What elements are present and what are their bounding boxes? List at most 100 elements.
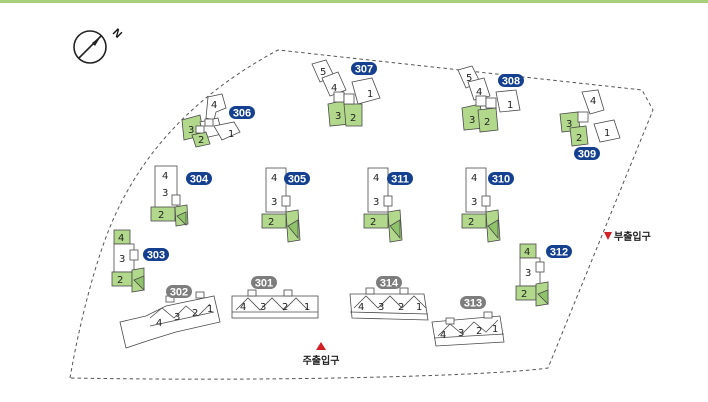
sub-entrance-label: 부출입구 [614,230,651,243]
building-303[interactable]: 4 3 2 [111,229,145,293]
site-boundary [69,49,654,380]
unit-num: 2 [282,302,288,313]
main-entrance-marker[interactable]: 주출입구 [303,342,340,367]
badge-label: 312 [550,247,568,259]
building-badge-304: 304 [186,172,212,186]
building-badge-311: 311 [387,172,413,186]
unit-num: 2 [468,217,474,228]
unit-num: 5 [320,67,326,78]
badge-label: 310 [492,174,510,186]
unit-num: 3 [162,188,168,199]
north-compass-icon: N [73,27,124,64]
unit-num: 2 [398,302,404,313]
unit-num: 1 [304,302,310,313]
unit-num: 1 [604,128,610,139]
unit-num: 2 [158,210,164,221]
unit-num: 3 [566,119,572,130]
badge-label: 304 [190,174,209,186]
building-badge-308: 308 [498,74,524,88]
building-badge-309: 309 [574,147,600,161]
unit-num: 1 [207,304,213,315]
building-badge-313: 313 [460,296,486,310]
badge-label: 311 [391,174,409,186]
building-310[interactable]: 4 3 2 [461,167,501,243]
unit-num: 4 [271,173,277,184]
main-entrance-label: 주출입구 [303,354,340,367]
unit-num: 1 [507,100,513,111]
unit-num: 3 [174,312,180,323]
building-301[interactable]: 4 3 2 1 [231,289,319,319]
building-badge-303: 303 [143,248,169,262]
unit-num: 1 [367,89,373,100]
building-305[interactable]: 4 3 2 [261,167,301,243]
badge-label: 313 [464,298,482,310]
building-badge-306: 306 [229,106,255,120]
building-badge-312: 312 [546,245,572,259]
unit-num: 3 [119,254,125,265]
unit-num: 4 [524,247,530,258]
building-306[interactable]: 4 3 2 1 [181,93,241,148]
building-badge-305: 305 [284,172,310,186]
unit-num: 4 [373,173,379,184]
unit-num: 2 [521,289,527,300]
badge-label: 308 [502,76,520,88]
building-313[interactable]: 4 3 2 1 [431,311,505,347]
unit-num: 4 [358,302,364,313]
sub-entrance-marker[interactable]: 부출입구 [604,230,651,243]
unit-num: 3 [469,115,475,126]
unit-num: 2 [370,217,376,228]
building-badge-314: 314 [376,276,402,290]
unit-num: 4 [471,173,477,184]
unit-num: 2 [484,117,490,128]
unit-num: 2 [198,135,204,146]
badge-label: 314 [380,278,399,290]
entrance-triangle-icon [316,342,326,350]
unit-num: 2 [350,113,356,124]
unit-num: 2 [576,133,582,144]
unit-num: 3 [271,197,277,208]
unit-num: 3 [260,302,266,313]
building-307[interactable]: 5 4 1 3 2 [311,59,381,127]
building-308[interactable]: 5 4 1 3 2 [457,65,521,133]
building-badge-307: 307 [351,62,377,76]
building-304[interactable]: 4 3 2 [150,165,189,227]
building-314[interactable]: 4 3 2 1 [349,287,429,321]
unit-num: 1 [416,302,422,313]
badge-label: 303 [147,250,165,262]
building-badge-301: 301 [251,276,277,290]
badge-label: 306 [233,108,251,120]
unit-num: 3 [188,125,194,136]
badge-label: 307 [355,64,373,76]
unit-num: 4 [590,96,596,107]
badge-label: 305 [288,174,306,186]
building-312[interactable]: 4 3 2 [515,243,549,307]
badge-label: 301 [255,278,273,290]
building-badge-310: 310 [488,172,514,186]
unit-num: 2 [192,308,198,319]
unit-num: 4 [162,171,168,182]
unit-num: 4 [118,233,124,244]
unit-num: 1 [228,129,234,140]
compass-letter: N [110,27,124,41]
unit-num: 4 [156,318,162,329]
building-309[interactable]: 4 3 1 2 [559,89,621,147]
unit-num: 2 [268,217,274,228]
unit-num: 2 [476,326,482,337]
unit-num: 3 [335,111,341,122]
badge-label: 309 [578,149,596,161]
building-302[interactable]: 4 3 2 1 [119,291,221,349]
unit-num: 1 [492,324,498,335]
unit-num: 4 [476,87,482,98]
unit-num: 5 [466,73,472,84]
unit-num: 3 [378,302,384,313]
unit-num: 3 [471,197,477,208]
building-badge-302: 302 [166,285,192,299]
building-311[interactable]: 4 3 2 [363,167,403,243]
unit-num: 4 [211,100,217,111]
badge-label: 302 [170,287,188,299]
unit-num: 3 [525,268,531,279]
unit-num: 3 [373,197,379,208]
entrance-triangle-icon [604,232,612,240]
top-accent-bar [0,0,708,3]
